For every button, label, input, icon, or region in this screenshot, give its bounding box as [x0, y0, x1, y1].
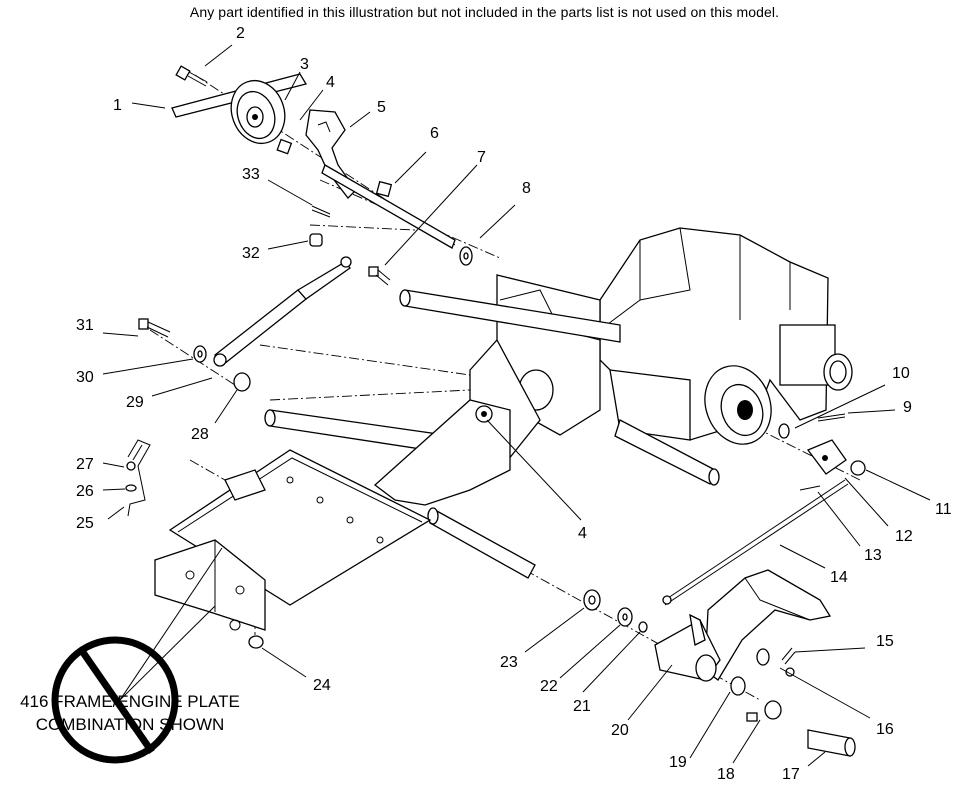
- pedal-pad: [807, 729, 856, 757]
- callout-16: 16: [876, 721, 894, 738]
- pedal-washers: [583, 589, 782, 720]
- callout-20: 20: [611, 722, 629, 739]
- callout-26: 26: [76, 483, 94, 500]
- strut: [213, 256, 352, 367]
- callout-31: 31: [76, 317, 94, 334]
- callout-9: 9: [903, 399, 912, 416]
- callout-19: 19: [669, 754, 687, 771]
- callout-7: 7: [477, 149, 486, 166]
- spring-hook: [125, 439, 151, 517]
- callout-8: 8: [522, 180, 531, 197]
- engine-plate: [154, 449, 432, 631]
- cotter-pin: [311, 205, 331, 218]
- control-rod: [662, 479, 849, 606]
- brake-pedal-lever: [654, 569, 832, 682]
- callout-12: 12: [895, 528, 913, 545]
- header-note: Any part identified in this illustration…: [189, 4, 780, 20]
- callout-4-upper: 4: [326, 74, 335, 91]
- main-frame: [264, 227, 853, 579]
- bushing: [309, 233, 323, 247]
- callout-14: 14: [830, 569, 848, 586]
- idler-pulley: [230, 79, 286, 145]
- set-screw: [746, 712, 758, 722]
- callout-23: 23: [500, 654, 518, 671]
- pulley-nut: [276, 138, 293, 155]
- callout-30: 30: [76, 369, 94, 386]
- callout-22: 22: [540, 678, 558, 695]
- callout-2: 2: [236, 25, 245, 42]
- callout-11: 11: [935, 501, 952, 518]
- bottom-nut: [248, 635, 264, 649]
- callout-25: 25: [76, 515, 94, 532]
- callout-1: 1: [113, 97, 122, 114]
- callout-4-lower: 4: [578, 525, 587, 542]
- lower-washer: [193, 345, 207, 363]
- callout-15: 15: [876, 633, 894, 650]
- callout-24: 24: [313, 677, 331, 694]
- callout-32: 32: [242, 245, 260, 262]
- callout-33: 33: [242, 166, 260, 183]
- caption-line-1: 416 FRAME/ENGINE PLATE: [20, 692, 240, 711]
- shoulder-bolt: [368, 266, 391, 286]
- callout-10: 10: [892, 365, 910, 382]
- bolt: [175, 65, 208, 87]
- callout-27: 27: [76, 456, 94, 473]
- washer: [459, 246, 473, 266]
- callout-6: 6: [430, 125, 439, 142]
- leader-lines: [102, 44, 931, 767]
- shaft-hardware-right: [778, 413, 866, 491]
- nut: [375, 180, 393, 198]
- callout-5: 5: [377, 99, 386, 116]
- callout-18: 18: [717, 766, 735, 783]
- callout-labels: 1 2 3 4 5 6 7 8 9 10 11 12 13 14 15 16 1…: [76, 25, 952, 783]
- callout-28: 28: [191, 426, 209, 443]
- callout-3: 3: [300, 56, 309, 73]
- lower-bolt: [138, 318, 171, 338]
- pedal-pin: [781, 647, 796, 677]
- spacer: [233, 372, 251, 392]
- callout-21: 21: [573, 698, 591, 715]
- idler-arm: [305, 109, 456, 249]
- callout-17: 17: [782, 766, 800, 783]
- callout-13: 13: [864, 547, 882, 564]
- callout-29: 29: [126, 394, 144, 411]
- not-used-prohibition-icon: [51, 636, 179, 764]
